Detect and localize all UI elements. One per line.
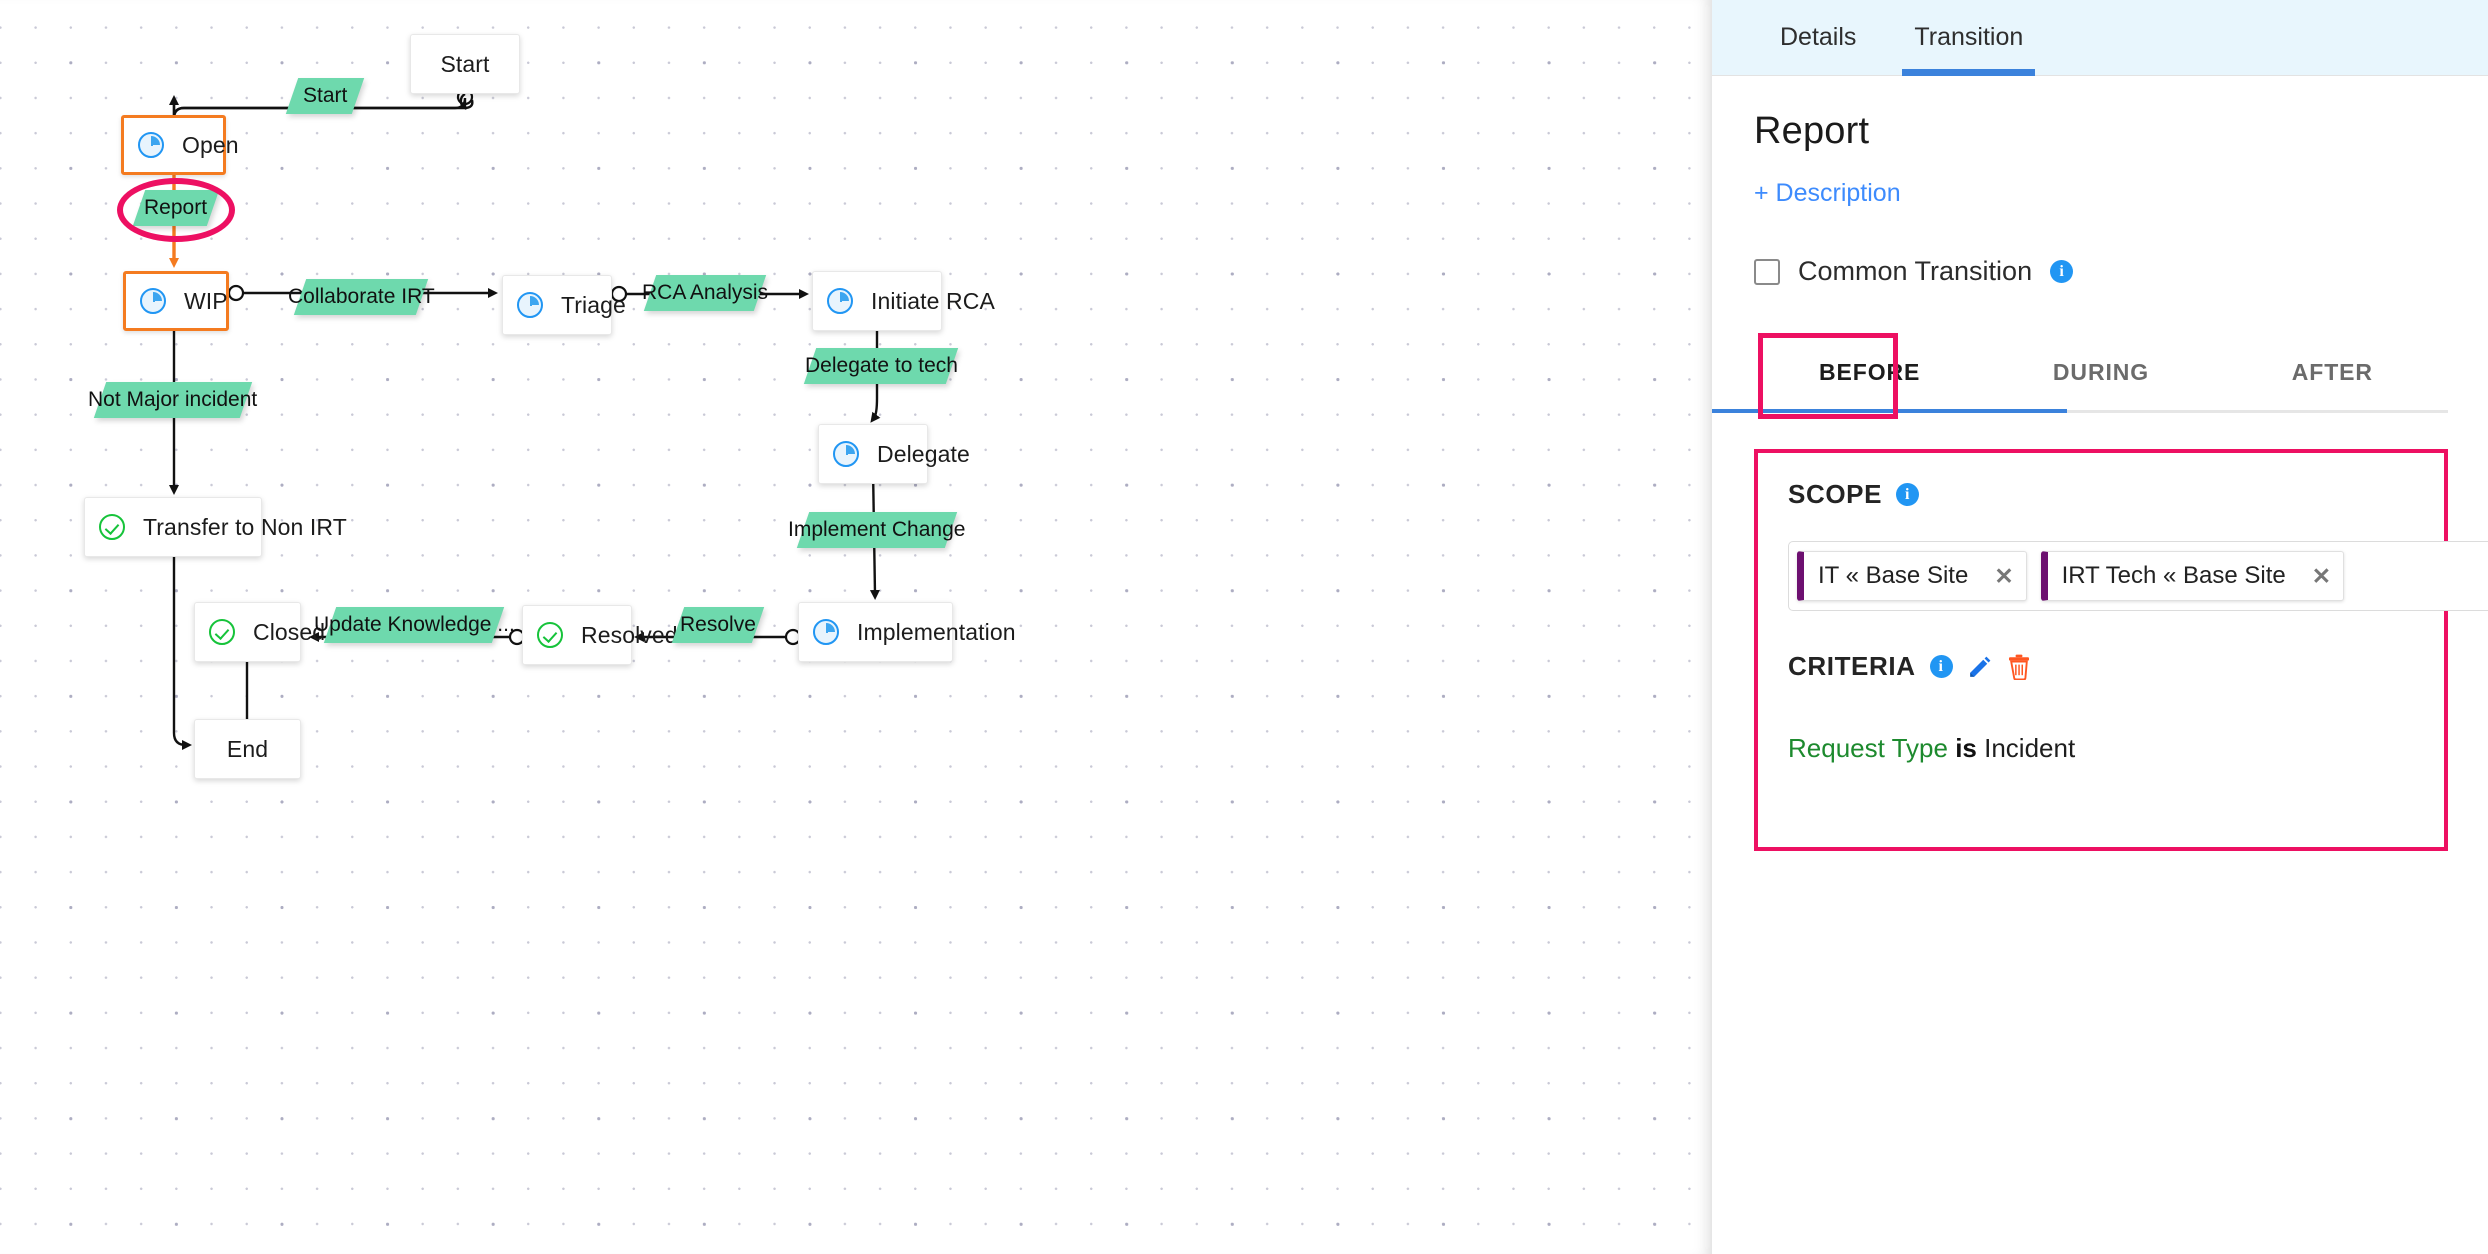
scope-input[interactable]: IT « Base Site ✕ IRT Tech « Base Site ✕ xyxy=(1788,541,2488,611)
scope-heading: SCOPE xyxy=(1788,479,1883,509)
transition-label-start[interactable]: Start xyxy=(285,78,365,114)
stage-tab-label: DURING xyxy=(2052,359,2150,385)
transition-text: RCA Analysis xyxy=(641,281,769,304)
diagram-node-resolved[interactable]: Resolved xyxy=(522,605,678,665)
node-label: End xyxy=(226,735,269,762)
criteria-rule: Request Type is Incident xyxy=(1788,733,2075,764)
info-icon[interactable]: i xyxy=(1929,655,1953,678)
diagram-node-closed[interactable]: Closed xyxy=(194,602,325,662)
stage-tab-label: AFTER xyxy=(2291,359,2373,385)
before-stage-content: SCOPE i IT « Base Site ✕ IRT Tech « Base… xyxy=(1754,449,2488,851)
check-circle-icon xyxy=(99,514,125,540)
scope-chip-label: IRT Tech « Base Site xyxy=(2061,562,2286,589)
tab-details[interactable]: Details xyxy=(1774,0,1862,76)
diagram-node-implementation[interactable]: Implementation xyxy=(798,602,1016,662)
transition-label-implement-change[interactable]: Implement Change xyxy=(788,512,966,548)
transition-details-panel: Details Transition Report + Description … xyxy=(1712,0,2488,1254)
node-label: Start xyxy=(440,50,490,77)
tab-label: Details xyxy=(1780,23,1857,51)
transition-label-report[interactable]: Report xyxy=(132,190,220,226)
diagram-node-triage[interactable]: Triage xyxy=(502,275,626,335)
scope-chip-label: IT « Base Site xyxy=(1818,562,1969,589)
clock-icon xyxy=(833,441,859,467)
scope-chip[interactable]: IT « Base Site ✕ xyxy=(1797,551,2027,601)
transition-label-not-major-incident[interactable]: Not Major incident xyxy=(88,382,258,418)
add-description-link[interactable]: + Description xyxy=(1754,179,1901,207)
common-transition-checkbox[interactable] xyxy=(1754,258,1780,285)
node-label: Open xyxy=(182,131,239,158)
criteria-operator: is xyxy=(1955,733,1977,763)
check-circle-icon xyxy=(537,622,563,648)
transition-text: Not Major incident xyxy=(88,388,258,411)
diagram-node-start[interactable]: Start xyxy=(410,34,520,94)
transition-label-collaborate-irt[interactable]: Collaborate IRT xyxy=(288,279,434,315)
stage-tab-bar: BEFORE DURING AFTER xyxy=(1712,333,2448,419)
node-label: Implementation xyxy=(857,618,1016,645)
criteria-field: Request Type xyxy=(1788,733,1948,763)
panel-tab-bar: Details Transition xyxy=(1712,0,2488,76)
node-label: Resolved xyxy=(581,621,678,648)
scope-heading-row: SCOPE i xyxy=(1788,479,2444,510)
criteria-value: Incident xyxy=(1984,733,2076,763)
page-title: Report xyxy=(1754,110,1870,152)
close-icon[interactable]: ✕ xyxy=(2311,562,2332,589)
diagram-node-delegate[interactable]: Delegate xyxy=(818,424,970,484)
criteria-heading-row: CRITERIA i xyxy=(1788,651,2031,682)
check-circle-icon xyxy=(209,619,235,645)
clock-icon xyxy=(138,132,164,158)
transition-text: Implement Change xyxy=(788,518,966,541)
workflow-canvas[interactable]: Start Open WIP Triage Initiate RCA Deleg… xyxy=(0,0,1712,1254)
transition-text: Start xyxy=(302,84,348,107)
transition-label-rca-analysis[interactable]: RCA Analysis xyxy=(642,275,768,311)
transition-label-delegate-to-tech[interactable]: Delegate to tech xyxy=(803,348,959,384)
clock-icon xyxy=(517,292,543,318)
transition-label-update-knowledge[interactable]: Update Knowledge ... xyxy=(314,607,514,643)
stage-tab-label: BEFORE xyxy=(1819,359,1921,385)
trash-icon[interactable] xyxy=(2007,654,2031,680)
transition-text: Resolve xyxy=(680,613,756,636)
tab-label: Transition xyxy=(1914,23,2024,51)
criteria-heading: CRITERIA xyxy=(1788,651,1916,681)
clock-icon xyxy=(813,619,839,645)
common-transition-label: Common Transition xyxy=(1798,256,2033,286)
stage-tab-after[interactable]: AFTER xyxy=(2217,337,2448,410)
panel-content: Report + Description Common Transition i… xyxy=(1712,76,2488,851)
clock-icon xyxy=(140,288,166,314)
diagram-node-transfer-to-non-irt[interactable]: Transfer to Non IRT xyxy=(84,497,347,557)
transition-text: Collaborate IRT xyxy=(287,285,435,308)
info-icon[interactable]: i xyxy=(1896,483,1920,506)
transition-text: Update Knowledge ... xyxy=(313,613,515,636)
close-icon[interactable]: ✕ xyxy=(1994,562,2014,589)
pencil-icon[interactable] xyxy=(1967,654,1993,680)
diagram-node-initiate-rca[interactable]: Initiate RCA xyxy=(812,271,995,331)
scope-chip[interactable]: IRT Tech « Base Site ✕ xyxy=(2040,551,2345,601)
diagram-node-open[interactable]: Open xyxy=(121,115,239,175)
node-label: Delegate xyxy=(877,440,970,467)
info-icon[interactable]: i xyxy=(2050,260,2074,283)
common-transition-row: Common Transition i xyxy=(1754,256,2448,287)
node-label: Triage xyxy=(561,291,626,318)
diagram-node-wip[interactable]: WIP xyxy=(123,271,229,331)
transition-text: Delegate to tech xyxy=(804,354,958,377)
clock-icon xyxy=(827,288,853,314)
node-label: Initiate RCA xyxy=(871,287,995,314)
tab-transition[interactable]: Transition xyxy=(1902,0,2036,76)
diagram-node-end[interactable]: End xyxy=(194,719,301,779)
stage-tab-before[interactable]: BEFORE xyxy=(1712,337,2068,413)
node-label: WIP xyxy=(184,287,228,314)
stage-tab-during[interactable]: DURING xyxy=(1985,337,2216,410)
transition-label-resolve[interactable]: Resolve xyxy=(671,607,765,643)
transition-text: Report xyxy=(144,196,208,219)
node-label: Transfer to Non IRT xyxy=(143,513,347,540)
